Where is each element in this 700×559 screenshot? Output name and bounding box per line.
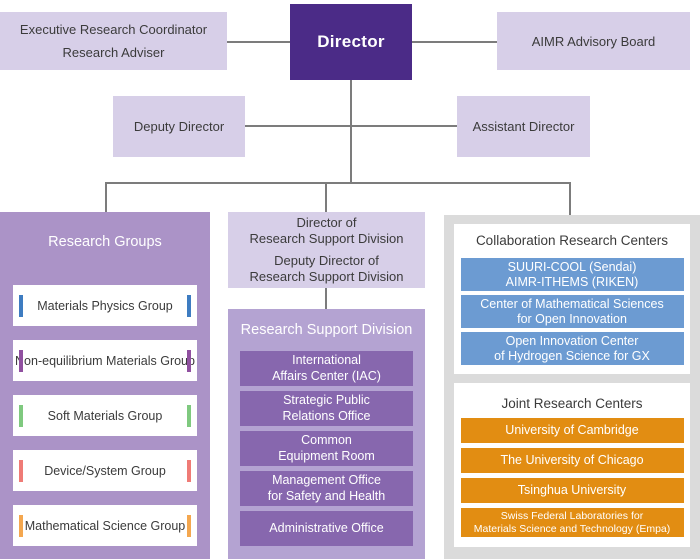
executive-research-coordinator-label: Executive Research Coordinator <box>19 22 208 37</box>
connector-branch-horizontal <box>105 182 571 184</box>
joint-item-line2: Materials Science and Technology (Empa) <box>473 522 671 535</box>
rsd-deputy-line2: Research Support Division <box>249 269 404 284</box>
collab-item-line2: of Hydrogen Science for GX <box>494 348 650 363</box>
group-bar-icon <box>187 404 191 427</box>
collab-item-line2: for Open Innovation <box>517 311 627 326</box>
rsd-item-management-office-safety-health[interactable]: Management Office for Safety and Health <box>240 471 413 506</box>
aimr-advisory-board-box: AIMR Advisory Board <box>497 12 690 70</box>
group-bar-icon <box>19 294 23 317</box>
collab-item-line1: SUURI-COOL (Sendai) <box>507 259 637 274</box>
deputy-director-box: Deputy Director <box>113 96 245 157</box>
joint-item-university-of-chicago[interactable]: The University of Chicago <box>460 448 684 473</box>
group-bar-icon <box>187 459 191 482</box>
connector-director-vertical <box>350 80 352 183</box>
group-item-mathematical-science[interactable]: Mathematical Science Group <box>13 505 197 546</box>
group-item-label: Device/System Group <box>44 463 166 478</box>
assistant-director-label: Assistant Director <box>472 119 575 134</box>
rsd-item-common-equipment-room[interactable]: Common Equipment Room <box>240 431 413 466</box>
joint-item-line1: Swiss Federal Laboratories for <box>500 510 644 522</box>
collab-item-open-innovation-hydrogen-gx[interactable]: Open Innovation Center of Hydrogen Scien… <box>460 332 684 365</box>
rsd-item-strategic-public-relations[interactable]: Strategic Public Relations Office <box>240 391 413 426</box>
rsd-director-line2: Research Support Division <box>249 231 404 246</box>
group-bar-icon <box>187 294 191 317</box>
collab-item-line1: Center of Mathematical Sciences <box>480 296 664 311</box>
centers-container: Collaboration Research Centers SUURI-COO… <box>444 215 700 559</box>
director-label: Director <box>317 32 385 51</box>
group-bar-icon <box>19 404 23 427</box>
rsd-item-line1: Administrative Office <box>269 520 384 535</box>
rsd-item-line2: Equipment Room <box>278 448 375 463</box>
joint-item-line1: The University of Chicago <box>500 453 644 467</box>
assistant-director-box: Assistant Director <box>457 96 590 157</box>
rsd-item-administrative-office[interactable]: Administrative Office <box>240 511 413 546</box>
connector-rsd-vertical <box>325 288 327 309</box>
group-item-label: Non-equilibrium Materials Group <box>15 353 195 368</box>
collab-item-line1: Open Innovation Center <box>505 333 639 348</box>
research-groups-title: Research Groups <box>48 234 162 250</box>
group-item-device-system[interactable]: Device/System Group <box>13 450 197 491</box>
group-item-label: Mathematical Science Group <box>24 518 186 533</box>
joint-item-university-of-cambridge[interactable]: University of Cambridge <box>460 418 684 443</box>
group-item-soft-materials[interactable]: Soft Materials Group <box>13 395 197 436</box>
joint-item-line1: University of Cambridge <box>505 423 639 437</box>
group-bar-icon <box>19 514 23 537</box>
collab-item-suuri-cool-sendai[interactable]: SUURI-COOL (Sendai) AIMR-ITHEMS (RIKEN) <box>460 258 684 291</box>
rsd-deputy-line1: Deputy Director of <box>274 252 379 268</box>
rsd-item-line1: Management Office <box>272 473 381 487</box>
rsd-item-line2: Affairs Center (IAC) <box>272 368 381 383</box>
joint-item-tsinghua-university[interactable]: Tsinghua University <box>460 478 684 503</box>
joint-item-line1: Tsinghua University <box>517 483 627 497</box>
rsd-director-role: Director of Research Support Division <box>250 215 404 248</box>
director-box: Director <box>290 4 412 80</box>
deputy-director-label: Deputy Director <box>133 119 225 134</box>
collab-item-line2: AIMR-ITHEMS (RIKEN) <box>505 274 639 289</box>
collaboration-research-centers-card: Collaboration Research Centers SUURI-COO… <box>454 224 690 374</box>
rsd-item-line1: Common <box>301 433 352 447</box>
group-bar-icon <box>187 514 191 537</box>
group-item-label: Soft Materials Group <box>47 408 163 423</box>
connector-director-advisory <box>412 41 497 43</box>
research-groups-container: Research Groups Materials Physics Group … <box>0 212 210 559</box>
group-item-materials-physics[interactable]: Materials Physics Group <box>13 285 197 326</box>
connector-deputy-assistant <box>245 125 457 127</box>
joint-research-centers-card: Joint Research Centers University of Cam… <box>454 383 690 547</box>
rsd-item-line2: for Safety and Health <box>267 488 386 503</box>
research-support-division-container: Research Support Division International … <box>228 309 425 559</box>
rsd-item-international-affairs-center[interactable]: International Affairs Center (IAC) <box>240 351 413 386</box>
rsd-item-line2: Relations Office <box>282 408 371 423</box>
collab-item-center-mathematical-sciences[interactable]: Center of Mathematical Sciences for Open… <box>460 295 684 328</box>
joint-research-centers-title: Joint Research Centers <box>501 396 643 411</box>
group-bar-icon <box>19 459 23 482</box>
connector-drop-middle <box>325 182 327 212</box>
connector-exec-director <box>227 41 290 43</box>
executive-research-coordinator-box: Executive Research Coordinator Research … <box>0 12 227 70</box>
aimr-advisory-board-label: AIMR Advisory Board <box>531 33 656 49</box>
research-support-division-title: Research Support Division <box>240 322 413 338</box>
connector-drop-right <box>569 182 571 215</box>
connector-drop-left <box>105 182 107 212</box>
group-item-non-equilibrium-materials[interactable]: Non-equilibrium Materials Group <box>13 340 197 381</box>
rsd-item-line1: International <box>292 353 361 367</box>
rsd-item-line1: Strategic Public <box>283 393 370 407</box>
research-adviser-label: Research Adviser <box>62 45 165 60</box>
rsd-deputy-director-role: Deputy Director of Research Support Divi… <box>250 253 404 286</box>
group-item-label: Materials Physics Group <box>37 298 173 313</box>
rsd-directors-box: Director of Research Support Division De… <box>228 212 425 288</box>
group-bar-icon <box>19 349 23 372</box>
joint-item-empa[interactable]: Swiss Federal Laboratories for Materials… <box>460 508 684 537</box>
group-bar-icon <box>187 349 191 372</box>
rsd-director-line1: Director of <box>296 214 357 230</box>
collaboration-research-centers-title: Collaboration Research Centers <box>475 233 669 248</box>
